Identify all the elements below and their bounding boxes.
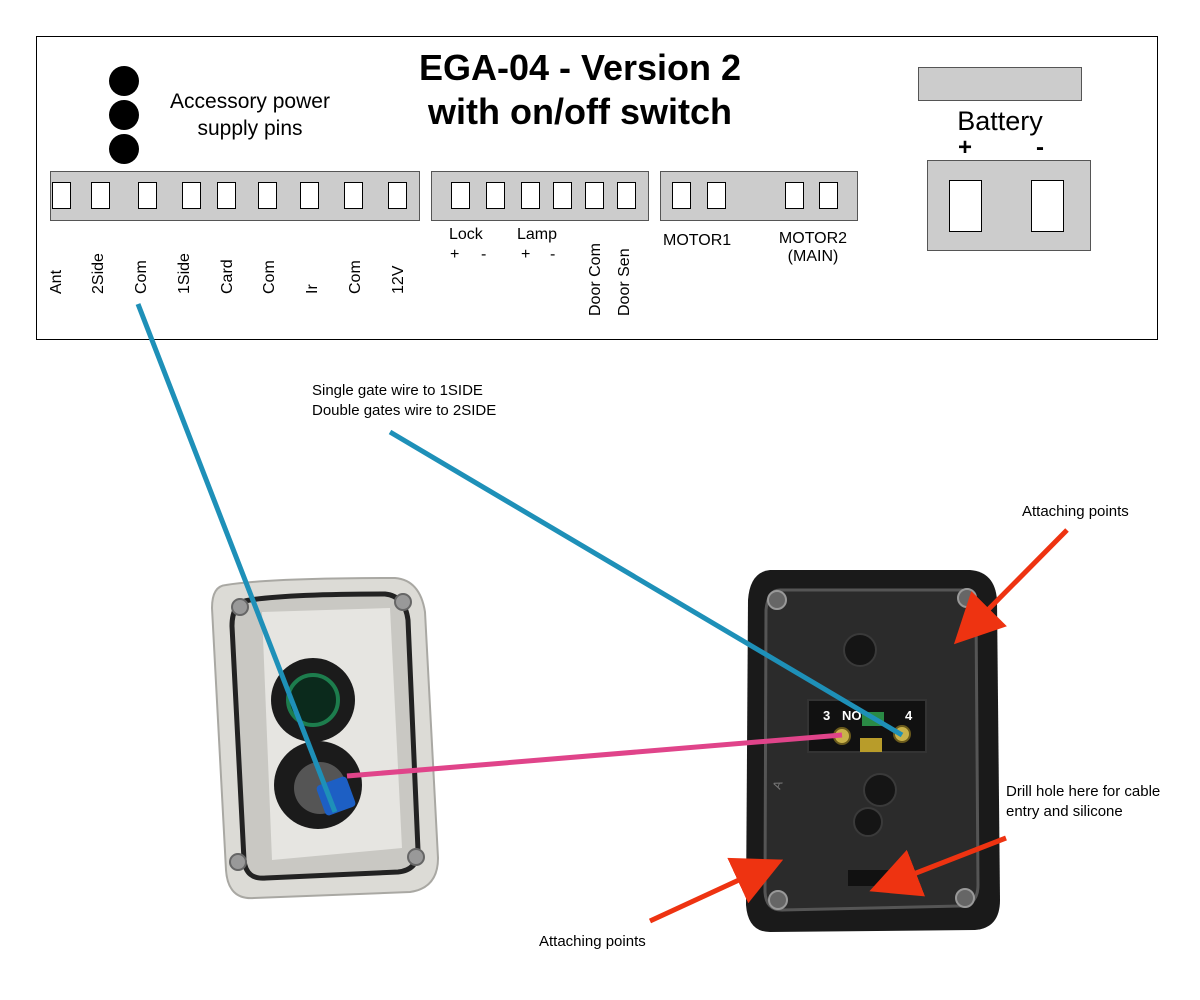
pin-door-sen [617, 182, 636, 209]
accessory-pin-2 [109, 100, 139, 130]
pin-ir [300, 182, 319, 209]
pushbutton-box [210, 576, 440, 900]
pin-com-3 [344, 182, 363, 209]
title-line-2: with on/off switch [428, 91, 732, 132]
switch-terminal-3: 3 [823, 708, 830, 723]
battery-label: Battery [957, 106, 1043, 136]
label-motor1: MOTOR1 [663, 232, 732, 249]
accessory-pins-label: Accessory power supply pins [170, 90, 330, 140]
battery-pin-plus [949, 180, 982, 232]
attach-points-top-label: Attaching points [1022, 503, 1129, 520]
pin-lamp-minus [553, 182, 572, 209]
controller-board [36, 36, 1158, 340]
pin-1side [182, 182, 201, 209]
switch-terminal-4: 4 [905, 708, 913, 723]
arrow-attach-top [953, 528, 1069, 645]
accessory-pin-1 [109, 66, 139, 96]
pin-com-1 [138, 182, 157, 209]
arrow-drill-hole [869, 835, 1007, 897]
label-lock-minus: - [481, 246, 487, 263]
label-motor2: MOTOR2 (MAIN) [778, 230, 848, 265]
contact-block-box [746, 570, 1000, 932]
blue-wire-com [135, 303, 338, 813]
pin-lamp-plus [521, 182, 540, 209]
battery-bar [918, 67, 1082, 101]
battery-minus-sign: - [1036, 134, 1044, 161]
label-lamp: Lamp [517, 226, 558, 243]
blue-wire-side [388, 429, 904, 738]
pin-12v [388, 182, 407, 209]
arrow-attach-bottom [648, 857, 784, 924]
pin-2side [91, 182, 110, 209]
pin-lock-plus [451, 182, 470, 209]
pin-motor2-b [819, 182, 838, 209]
wire-note: Single gate wire to 1SIDE Double gates w… [312, 382, 497, 419]
pin-motor2-a [785, 182, 804, 209]
attach-points-bottom-label: Attaching points [539, 933, 646, 950]
pin-lock-minus [486, 182, 505, 209]
pink-wire-switch [346, 732, 843, 779]
label-lamp-plus: + [521, 246, 531, 263]
pin-com-2 [258, 182, 277, 209]
pin-card [217, 182, 236, 209]
title-line-1: EGA-04 - Version 2 [418, 47, 742, 88]
pin-door-com [585, 182, 604, 209]
pin-motor1-b [707, 182, 726, 209]
label-lock-plus: + [450, 246, 460, 263]
switch-terminal-no: NO [842, 708, 862, 723]
drill-hole-note: Drill hole here for cable entry and sili… [1006, 783, 1161, 820]
pin-motor1-a [672, 182, 691, 209]
battery-plus-sign: + [958, 134, 973, 161]
label-lamp-minus: - [550, 246, 556, 263]
accessory-pin-3 [109, 134, 139, 164]
battery-pin-minus [1031, 180, 1064, 232]
pin-ant [52, 182, 71, 209]
label-lock: Lock [449, 226, 483, 243]
diagram-title: EGA-04 - Version 2 with on/off switch [380, 46, 780, 134]
